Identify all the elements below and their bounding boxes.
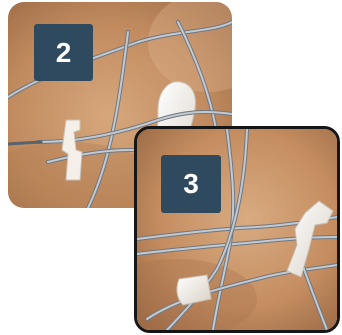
step-2-badge: 2 [34,24,93,81]
step-2-number: 2 [56,37,72,69]
step-3-badge: 3 [161,155,221,213]
step-3-number: 3 [183,168,199,200]
dressing-pad [177,275,211,305]
step-3-panel: 3 [134,126,340,333]
